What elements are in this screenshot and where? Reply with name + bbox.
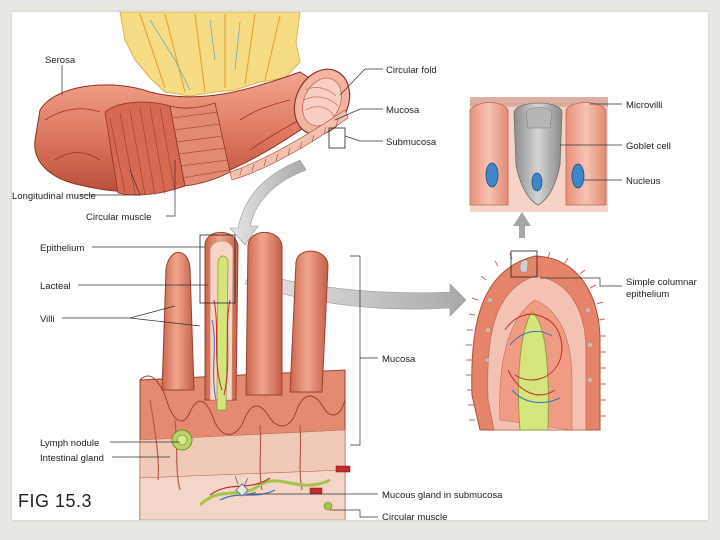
zoom-box-submucosa xyxy=(329,128,345,148)
label-circular-fold: Circular fold xyxy=(386,65,437,76)
label-mucosa-mid: Mucosa xyxy=(382,354,416,365)
zoom-arrow-inset xyxy=(513,212,531,238)
label-nucleus: Nucleus xyxy=(626,176,661,187)
label-epithelium: Epithelium xyxy=(40,243,84,254)
intestine-diagram: Serosa Circular fold Mucosa Submucosa Lo… xyxy=(12,12,708,520)
label-circular-muscle-bottom: Circular muscle xyxy=(382,512,447,520)
label-lymph-nodule: Lymph nodule xyxy=(40,438,99,449)
label-longitudinal-muscle: Longitudinal muscle xyxy=(12,191,96,202)
label-serosa: Serosa xyxy=(45,55,76,66)
villi-block xyxy=(140,232,350,520)
goblet-cell-inset xyxy=(470,97,608,212)
label-microvilli: Microvilli xyxy=(626,100,662,111)
label-mucosa-top: Mucosa xyxy=(386,105,420,116)
label-circular-muscle-top: Circular muscle xyxy=(86,212,151,223)
figure-caption: FIG 15.3 xyxy=(18,491,92,511)
label-simple-columnar-1: Simple columnar xyxy=(626,277,697,288)
label-lacteal: Lacteal xyxy=(40,281,71,292)
label-intestinal-gland: Intestinal gland xyxy=(40,453,104,464)
label-goblet-cell: Goblet cell xyxy=(626,141,671,152)
label-simple-columnar-2: epithelium xyxy=(626,289,669,300)
slide-page: Serosa Circular fold Mucosa Submucosa Lo… xyxy=(12,12,708,520)
label-mucous-gland: Mucous gland in submucosa xyxy=(382,490,503,501)
label-villi: Villi xyxy=(40,314,55,325)
label-submucosa: Submucosa xyxy=(386,137,437,148)
